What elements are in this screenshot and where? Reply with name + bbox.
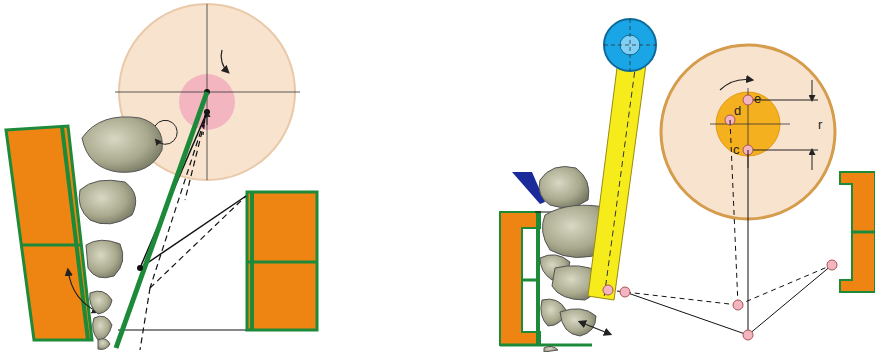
part-letter: c bbox=[733, 143, 740, 156]
left-crusher bbox=[6, 4, 317, 350]
part-letter: r bbox=[818, 118, 822, 131]
part-letter: d bbox=[734, 104, 741, 117]
part-letter: e bbox=[754, 92, 761, 105]
right-crusher bbox=[500, 19, 875, 352]
